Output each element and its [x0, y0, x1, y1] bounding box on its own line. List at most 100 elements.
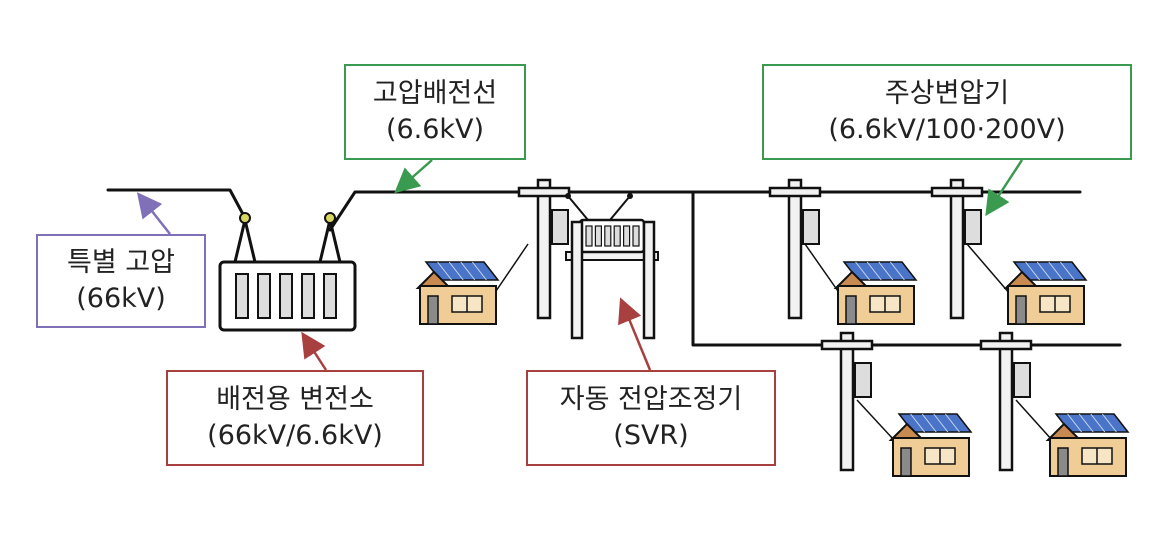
panel-cell-line: [1025, 261, 1040, 281]
panel-cell-line: [1102, 413, 1117, 433]
transformer-can: [802, 209, 820, 245]
high-voltage-line-voltage: (6.6kV): [385, 114, 485, 145]
bushing-lead: [328, 219, 342, 263]
label-substation: 배전용 변전소 (66kV/6.6kV): [166, 370, 424, 466]
distribution-main-wire: [328, 190, 1082, 232]
panel-cell-line: [945, 413, 960, 433]
arrow-high-voltage-line: [394, 159, 433, 194]
utility-pole: [979, 331, 1033, 472]
house-door: [900, 447, 912, 477]
panel-cell-line: [448, 261, 464, 281]
panel-cell-line: [1060, 261, 1075, 281]
pole-transformer-title: 주상변압기: [884, 78, 1010, 109]
svr-fin: [604, 225, 612, 247]
svr-abbreviation: (SVR): [613, 420, 689, 451]
bushing-lead: [318, 219, 332, 263]
svr-lead: [609, 195, 631, 221]
service-drop-wire: [856, 399, 895, 441]
house-door: [845, 295, 857, 325]
equipment: [218, 178, 1130, 477]
house-with-solar: [1045, 413, 1130, 477]
label-pole-transformer: 주상변압기 (6.6kV/100·200V): [762, 64, 1132, 160]
bushing-lead: [233, 219, 247, 263]
transformer-can: [854, 362, 872, 398]
callout-arrows: [136, 159, 1024, 371]
panel-cell-line: [933, 413, 949, 433]
panel-cell-line: [472, 261, 487, 281]
transformer-can: [964, 209, 982, 245]
svr-fin: [585, 225, 593, 247]
panel-cell-line: [1036, 261, 1052, 281]
cooling-fin: [323, 273, 337, 319]
svr-support-pole: [642, 220, 656, 340]
utility-pole: [930, 178, 984, 320]
panel-cell-line: [910, 413, 925, 433]
power-lines: [106, 188, 1122, 441]
svr-lead: [567, 195, 589, 221]
substation-voltage: (66kV/6.6kV): [207, 420, 383, 451]
pole-crossarm: [820, 339, 874, 351]
panel-cell-line: [1067, 413, 1082, 433]
arrow-svr: [618, 297, 652, 371]
svr-support-pole: [570, 220, 584, 340]
panel-cell-line: [890, 261, 905, 281]
pole-crossarm: [930, 186, 984, 198]
service-drop-wire: [1015, 399, 1053, 441]
extra-high-voltage-wire: [106, 188, 247, 220]
svr-fin: [622, 225, 631, 247]
service-drop-wire: [804, 243, 841, 295]
svr-title: 자동 전압조정기: [559, 384, 743, 415]
bushing-lead: [243, 219, 257, 263]
house-with-solar: [1003, 261, 1088, 325]
house-door: [1057, 447, 1069, 477]
arrow-extra-high-voltage: [136, 192, 171, 235]
service-drop-wire: [493, 243, 529, 295]
extra-high-voltage-title: 특별 고압: [67, 247, 175, 278]
arrow-pole-transformer: [985, 159, 1024, 217]
pole-shaft: [536, 178, 552, 320]
cooling-fin: [235, 273, 249, 319]
pole-crossarm: [979, 339, 1033, 351]
pole-crossarm: [768, 186, 822, 198]
distribution-branch-wire: [691, 190, 1122, 347]
panel-cell-line: [460, 261, 476, 281]
label-high-voltage-line: 고압배전선 (6.6kV): [344, 64, 526, 160]
panel-cell-line: [878, 261, 894, 281]
svr-regulator: [565, 193, 659, 340]
cooling-fin: [279, 273, 293, 319]
pole-transformer-voltage: (6.6kV/100·200V): [828, 114, 1066, 145]
panel-cell-line: [855, 261, 870, 281]
panel-cell-line: [1090, 413, 1106, 433]
utility-pole: [768, 178, 822, 320]
panel-cell-line: [1048, 261, 1064, 281]
extra-high-voltage-voltage: (66kV): [76, 283, 166, 314]
house-with-solar: [888, 413, 973, 477]
house-with-solar: [415, 261, 500, 325]
arrow-substation: [301, 331, 328, 371]
label-svr: 자동 전압조정기 (SVR): [526, 370, 776, 466]
house-with-solar: [833, 261, 918, 325]
pole-shaft: [998, 331, 1014, 472]
utility-pole: [517, 178, 571, 320]
pole-shaft: [949, 178, 965, 320]
panel-cell-line: [1078, 413, 1094, 433]
transformer-can: [551, 209, 569, 245]
house-door: [427, 295, 439, 325]
house-door: [1015, 295, 1027, 325]
service-drop-wire: [966, 243, 1011, 295]
transformer-can: [1013, 362, 1031, 398]
panel-cell-line: [866, 261, 882, 281]
label-extra-high-voltage: 특별 고압 (66kV): [36, 234, 206, 328]
insulator-cap: [324, 212, 336, 224]
cooling-fin: [257, 273, 271, 319]
svr-fin: [632, 225, 640, 247]
high-voltage-line-title: 고압배전선: [372, 78, 498, 109]
pole-shaft: [787, 178, 803, 320]
cooling-fin: [301, 273, 315, 319]
panel-cell-line: [921, 413, 937, 433]
substation-title: 배전용 변전소: [216, 384, 374, 415]
svr-fin: [594, 225, 603, 247]
pole-crossarm: [517, 186, 571, 198]
